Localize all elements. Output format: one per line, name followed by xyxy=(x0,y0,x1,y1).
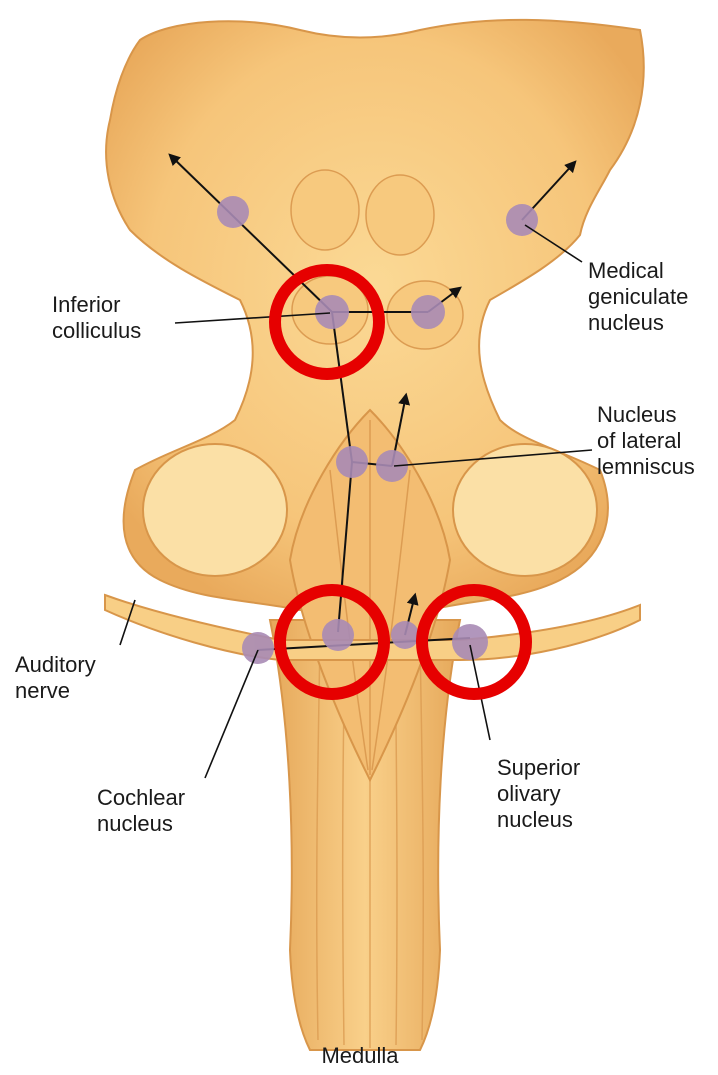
inferior-colliculus-left-nucleus xyxy=(315,295,349,329)
inferior-colliculus-right-nucleus xyxy=(411,295,445,329)
cochlear-nucleus-dot xyxy=(242,632,274,664)
label-cochlear-nucleus: Cochlear nucleus xyxy=(97,785,185,837)
label-medical-geniculate-nucleus: Medical geniculate nucleus xyxy=(588,258,688,336)
label-inferior-colliculus: Inferior colliculus xyxy=(52,292,141,344)
medial-geniculate-left xyxy=(217,196,249,228)
lateral-lemniscus-left-nucleus xyxy=(336,446,368,478)
olivary-mid-nucleus xyxy=(391,621,419,649)
label-medulla: Medulla xyxy=(310,1043,410,1069)
label-nucleus-lateral-lemniscus: Nucleus of lateral lemniscus xyxy=(597,402,695,480)
superior-olivary-nucleus-dot xyxy=(452,624,488,660)
label-auditory-nerve: Auditory nerve xyxy=(15,652,96,704)
label-superior-olivary-nucleus: Superior olivary nucleus xyxy=(497,755,580,833)
olivary-left-nucleus xyxy=(322,619,354,651)
